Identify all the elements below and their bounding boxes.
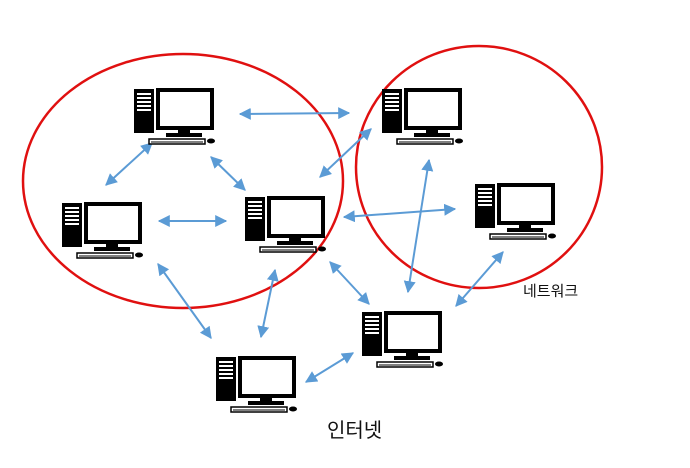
computer-right-top-icon [380,87,465,146]
computer-left-mid-icon [60,201,145,260]
arrow-center-to-right-mid [342,203,457,223]
network-label: 네트워크 [523,282,579,300]
arrow-center-to-bottom-left [257,268,279,339]
computer-bottom-right-icon [360,310,445,369]
connection-arrows [105,107,504,383]
computer-left-top-icon [132,87,217,146]
computer-center-icon [243,195,328,254]
arrow-center-to-right-top [319,128,372,178]
lan-circle-right [354,44,604,290]
arrow-right-top-to-bottom-right [403,158,434,294]
internet-label: 인터넷 [327,418,383,442]
arrow-left-top-to-right-top [238,107,351,120]
arrow-center-to-bottom-right [329,261,370,305]
computer-bottom-left-icon [214,355,299,414]
arrow-right-mid-to-bottom-right [455,251,504,307]
arrow-left-top-to-center [210,156,246,191]
computer-right-mid-icon [473,182,558,241]
lan-circle-left [21,52,345,310]
arrow-left-mid-to-bottom-left [157,263,212,339]
arrow-bottom-left-to-bottom-right [304,352,355,383]
arrow-left-top-to-left-mid [105,142,153,186]
